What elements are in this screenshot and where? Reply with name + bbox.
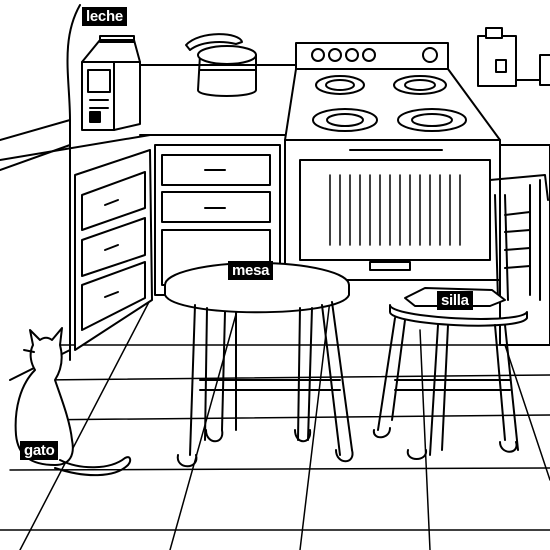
stove xyxy=(285,43,500,280)
label-silla: silla xyxy=(437,291,473,310)
left-cabinet xyxy=(75,150,152,350)
label-mesa: mesa xyxy=(228,261,274,280)
label-leche: leche xyxy=(82,7,127,26)
table xyxy=(165,263,353,466)
pot xyxy=(186,34,256,96)
cat xyxy=(16,328,131,475)
label-gato: gato xyxy=(20,441,59,460)
floor-tiles xyxy=(0,300,550,550)
toaster xyxy=(478,28,550,86)
fridge xyxy=(0,5,80,380)
milk-carton xyxy=(82,36,140,130)
right-cabinet xyxy=(500,145,550,345)
